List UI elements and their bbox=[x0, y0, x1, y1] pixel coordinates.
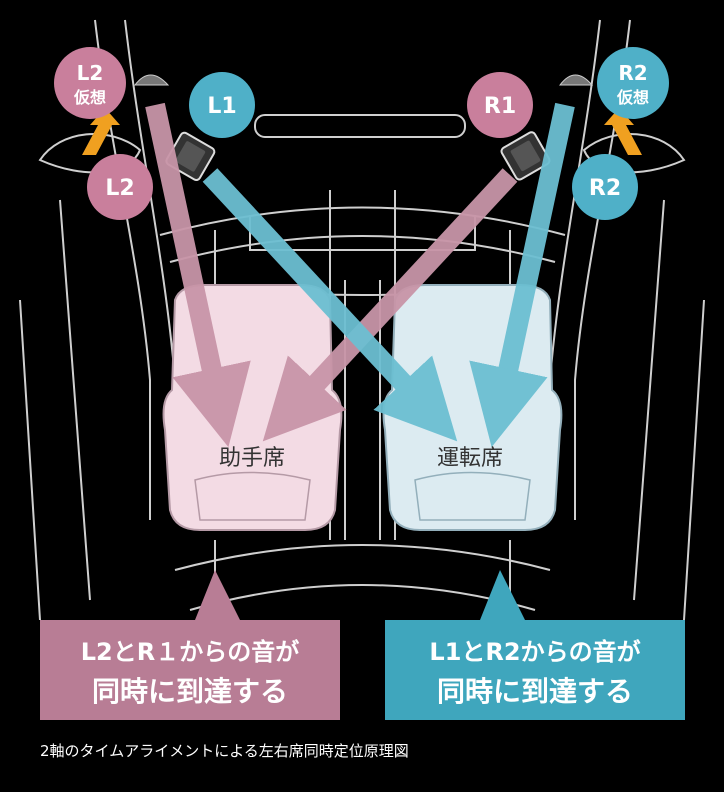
badge-l2-virtual: L2 仮想 bbox=[54, 47, 126, 119]
callout-left-line2: 同時に到達する bbox=[92, 675, 288, 708]
arrow-r2-to-driver bbox=[469, 102, 575, 448]
callout-left-line1: L2とR１からの音が bbox=[81, 638, 299, 666]
svg-text:L2: L2 bbox=[105, 176, 134, 201]
orange-arrow-left bbox=[82, 108, 120, 155]
speaker-right-tweeter bbox=[558, 74, 594, 86]
driver-seat: 運転席 bbox=[382, 284, 563, 531]
badge-r2-virtual: R2 仮想 bbox=[597, 47, 669, 119]
svg-text:L1: L1 bbox=[207, 94, 236, 119]
svg-text:R1: R1 bbox=[484, 94, 516, 119]
svg-text:R2: R2 bbox=[589, 176, 621, 201]
callout-right-line1: L1とR2からの音が bbox=[429, 638, 640, 666]
arrow-r1-to-passenger bbox=[262, 168, 518, 442]
badge-r2: R2 bbox=[572, 154, 638, 220]
callout-right-line2: 同時に到達する bbox=[437, 675, 633, 708]
speaker-right-mid bbox=[500, 131, 551, 181]
svg-text:L2: L2 bbox=[77, 61, 104, 85]
arrow-l2-to-passenger bbox=[145, 102, 251, 448]
passenger-seat-label: 助手席 bbox=[219, 446, 285, 471]
driver-seat-label: 運転席 bbox=[437, 446, 503, 471]
callout-right: L1とR2からの音が 同時に到達する bbox=[385, 570, 685, 720]
orange-arrow-right bbox=[604, 108, 642, 155]
svg-text:R2: R2 bbox=[618, 61, 647, 85]
badge-l2: L2 bbox=[87, 154, 153, 220]
callout-left: L2とR１からの音が 同時に到達する bbox=[40, 570, 340, 720]
passenger-seat: 助手席 bbox=[162, 284, 343, 531]
badge-l1: L1 bbox=[189, 72, 255, 138]
speaker-left-tweeter bbox=[133, 74, 170, 86]
figure-caption: 2軸のタイムアライメントによる左右席同時定位原理図 bbox=[40, 742, 409, 760]
badge-r1: R1 bbox=[467, 72, 533, 138]
arrow-l1-to-driver bbox=[202, 168, 458, 442]
svg-text:仮想: 仮想 bbox=[73, 88, 106, 107]
svg-text:仮想: 仮想 bbox=[616, 88, 649, 107]
